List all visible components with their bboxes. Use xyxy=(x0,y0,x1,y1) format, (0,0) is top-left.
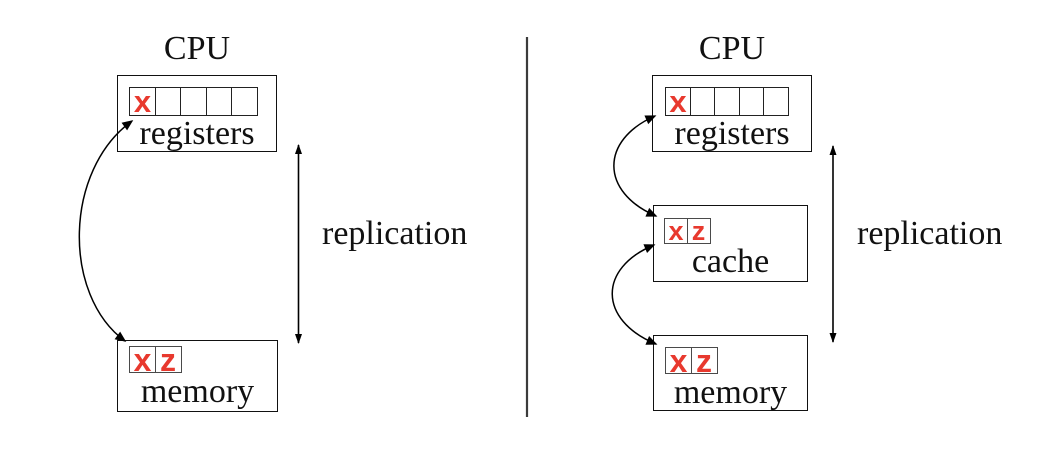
register-cell xyxy=(154,87,182,116)
replication-label: replication xyxy=(322,215,468,252)
memory-cell: z xyxy=(690,342,718,379)
registers-label: registers xyxy=(139,115,255,152)
register-cells: x xyxy=(665,84,789,119)
register-cell: x xyxy=(129,84,156,119)
memory-cell: x xyxy=(665,342,692,379)
memory-cell: z xyxy=(154,341,182,378)
value-x: x xyxy=(669,342,688,379)
cache-label: cache xyxy=(691,243,770,280)
register-cell xyxy=(763,87,789,116)
value-z: z xyxy=(696,342,712,379)
cpu-label: CPU xyxy=(163,30,231,67)
memory-label: memory xyxy=(673,374,788,411)
memory-cells: x z xyxy=(665,342,718,379)
memory-box xyxy=(117,340,278,412)
register-cell xyxy=(689,87,716,116)
register-cell: x xyxy=(665,84,691,119)
registers-label: registers xyxy=(674,115,790,152)
transfer-arrow-cache-memory xyxy=(611,244,658,345)
memory-cells: x z xyxy=(129,341,182,378)
value-z: z xyxy=(160,341,176,378)
transfer-arrow-registers-memory xyxy=(78,120,134,342)
value-x: x xyxy=(133,84,152,119)
transfer-arrow-registers-cache xyxy=(613,115,658,217)
replication-label: replication xyxy=(857,215,1003,252)
cache-cell: z xyxy=(686,215,711,246)
cache-cells: x z xyxy=(664,215,711,246)
register-cell xyxy=(738,87,765,116)
value-x: x xyxy=(133,341,152,378)
register-cell xyxy=(205,87,233,116)
register-cell xyxy=(714,87,740,116)
cache-cell: x xyxy=(664,215,688,246)
register-cell xyxy=(180,87,207,116)
value-z: z xyxy=(691,215,706,246)
register-cell xyxy=(231,87,258,116)
register-cells: x xyxy=(129,84,258,119)
memory-cell: x xyxy=(129,341,156,378)
memory-label: memory xyxy=(140,373,255,410)
cpu-label: CPU xyxy=(698,30,766,67)
value-x: x xyxy=(668,215,684,246)
value-x: x xyxy=(669,84,687,119)
